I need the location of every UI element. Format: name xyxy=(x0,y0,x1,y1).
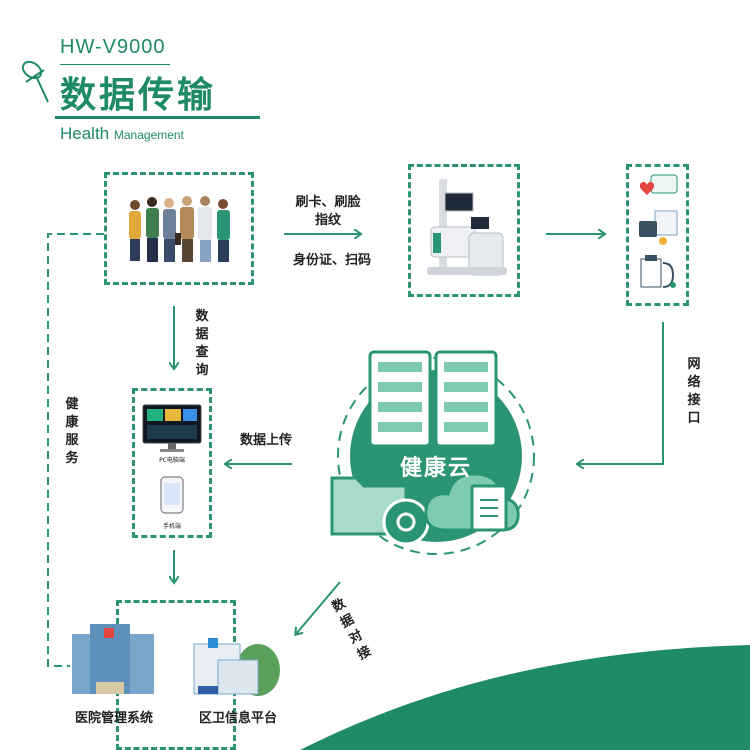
pushpin-icon xyxy=(21,60,49,103)
title-underline xyxy=(55,116,260,119)
medical-icons-box xyxy=(626,164,689,306)
person-figures xyxy=(129,196,230,262)
subtitle: Health Management xyxy=(60,124,184,144)
model-number: HW-V9000 xyxy=(60,36,166,58)
health-kiosk-illustration xyxy=(427,179,507,276)
mobile-client-label: 手机端 xyxy=(162,523,181,530)
users-box xyxy=(104,172,254,285)
server-icon-right xyxy=(434,350,498,448)
label-fingerprint: 指纹 xyxy=(314,213,341,228)
cloud-label: 健康云 xyxy=(399,456,472,481)
label-id-scan: 身份证、扫码 xyxy=(292,253,371,268)
label-hospital-system: 医院管理系统 xyxy=(74,711,153,726)
page-title: 数据传输 xyxy=(60,75,217,116)
server-icon-left xyxy=(368,350,432,448)
pc-client-label: PC电脑端 xyxy=(159,457,185,464)
clipboard-stethoscope-icon xyxy=(640,255,676,288)
cloud-document-icon xyxy=(424,472,520,532)
hospital-building-icon xyxy=(72,624,154,694)
label-swipe: 刷卡、刷脸 xyxy=(295,195,361,210)
people-illustration xyxy=(129,196,230,262)
scale-chart-icon xyxy=(639,210,678,245)
subtitle-management: Management xyxy=(113,128,184,142)
label-community-platform: 区卫信息平台 xyxy=(198,711,277,726)
clinic-building-icon xyxy=(193,638,280,696)
label-health-service: 健康服务 xyxy=(65,397,79,466)
pc-monitor-icon xyxy=(142,404,202,452)
label-network-interface: 网络接口 xyxy=(687,357,701,426)
label-data-upload: 数据上传 xyxy=(239,433,292,448)
model-underline xyxy=(60,64,170,65)
mobile-phone-icon xyxy=(160,476,184,514)
subtitle-health: Health xyxy=(60,124,110,143)
heart-chat-icon xyxy=(639,174,678,195)
label-data-query: 数据查询 xyxy=(195,309,209,378)
device-box xyxy=(408,164,520,297)
gear-icon xyxy=(382,498,430,546)
terminals-box: PC电脑端 手机端 xyxy=(132,388,212,538)
medical-icons xyxy=(639,174,678,288)
